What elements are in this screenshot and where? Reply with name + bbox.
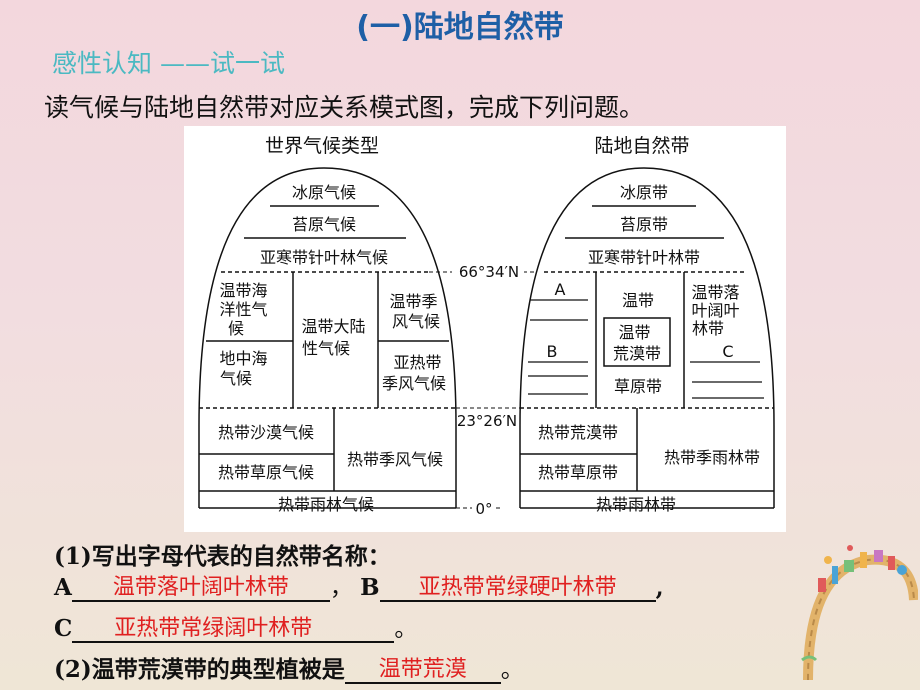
answer-b: 亚热带常绿硬叶林带 xyxy=(418,575,617,600)
climate-tropical-savanna: 热带草原气候 xyxy=(218,463,314,482)
climate-temperate-continental: 温带大陆 性气候 xyxy=(301,317,370,358)
climate-mediterranean: 地中海 气候 xyxy=(219,349,272,388)
natural-zone-dome xyxy=(519,167,775,509)
latitude-23-26: 23°26′N xyxy=(457,412,517,430)
left-diagram-title: 世界气候类型 xyxy=(265,135,379,157)
right-diagram-title: 陆地自然带 xyxy=(594,135,689,157)
zone-temperate-deciduous: 温带落 叶阔叶 林带 xyxy=(691,283,744,338)
zone-label-b: B xyxy=(547,342,558,361)
decorative-arch-illustration xyxy=(801,545,918,681)
zone-tropical-rainforest: 热带雨林带 xyxy=(596,495,676,514)
answer-c-blank: 亚热带常绿阔叶林带 xyxy=(72,615,395,643)
question-2-answer: 温带荒漠 xyxy=(378,657,467,682)
answer-b-blank: 亚热带常绿硬叶林带 xyxy=(379,574,656,602)
latitude-66-34: 66°34′N xyxy=(459,263,519,281)
zone-tundra: 苔原带 xyxy=(620,215,668,234)
climate-dome xyxy=(198,167,457,509)
zone-steppe: 草原带 xyxy=(614,377,662,396)
climate-tropical-rainforest: 热带雨林气候 xyxy=(278,495,374,514)
latitude-0: 0° xyxy=(475,500,492,518)
answer-c: 亚热带常绿阔叶林带 xyxy=(114,616,313,641)
zone-label-c: C xyxy=(722,342,733,361)
climate-subarctic: 亚寒带针叶林气候 xyxy=(260,248,388,267)
climate-temperate-maritime: 温带海 洋性气 候 xyxy=(219,281,272,338)
climate-zone-diagram: 世界气候类型 陆地自然带 冰原气候 苔原气候 亚寒带针叶林气候 温带海 洋性气 … xyxy=(184,126,786,532)
climate-temperate-monsoon: 温带季 风气候 xyxy=(389,292,442,331)
answer-a-blank: 温带落叶阔叶林带 xyxy=(71,574,330,602)
climate-tropical-desert: 热带沙漠气候 xyxy=(218,423,314,442)
zone-ice: 冰原带 xyxy=(620,183,668,202)
zone-label-a: A xyxy=(555,280,566,299)
climate-subtropical-monsoon: 亚热带 季风气候 xyxy=(382,353,447,393)
section-subtitle: 感性认知 ——试一试 xyxy=(52,49,285,78)
question-1: (1)写出字母代表的自然带名称： xyxy=(54,543,391,570)
climate-tropical-monsoon: 热带季风气候 xyxy=(347,450,443,469)
zone-tropical-desert: 热带荒漠带 xyxy=(538,423,618,442)
intro-text: 读气候与陆地自然带对应关系模式图，完成下列问题。 xyxy=(44,93,645,122)
zone-temperate: 温带 xyxy=(622,291,654,310)
climate-ice: 冰原气候 xyxy=(292,183,356,202)
answer-a: 温带落叶阔叶林带 xyxy=(112,575,289,600)
section-title: (一)陆地自然带 xyxy=(356,10,564,45)
zone-taiga: 亚寒带针叶林带 xyxy=(588,248,700,267)
zone-tropical-monsoon-forest: 热带季雨林带 xyxy=(664,448,760,467)
question-2: (2)温带荒漠带的典型植被是温带荒漠。 xyxy=(54,656,524,684)
zone-tropical-savanna: 热带草原带 xyxy=(538,463,618,482)
question-2-blank: 温带荒漠 xyxy=(344,656,501,684)
climate-tundra: 苔原气候 xyxy=(292,215,356,234)
zone-temperate-desert: 温带 荒漠带 xyxy=(613,323,661,363)
